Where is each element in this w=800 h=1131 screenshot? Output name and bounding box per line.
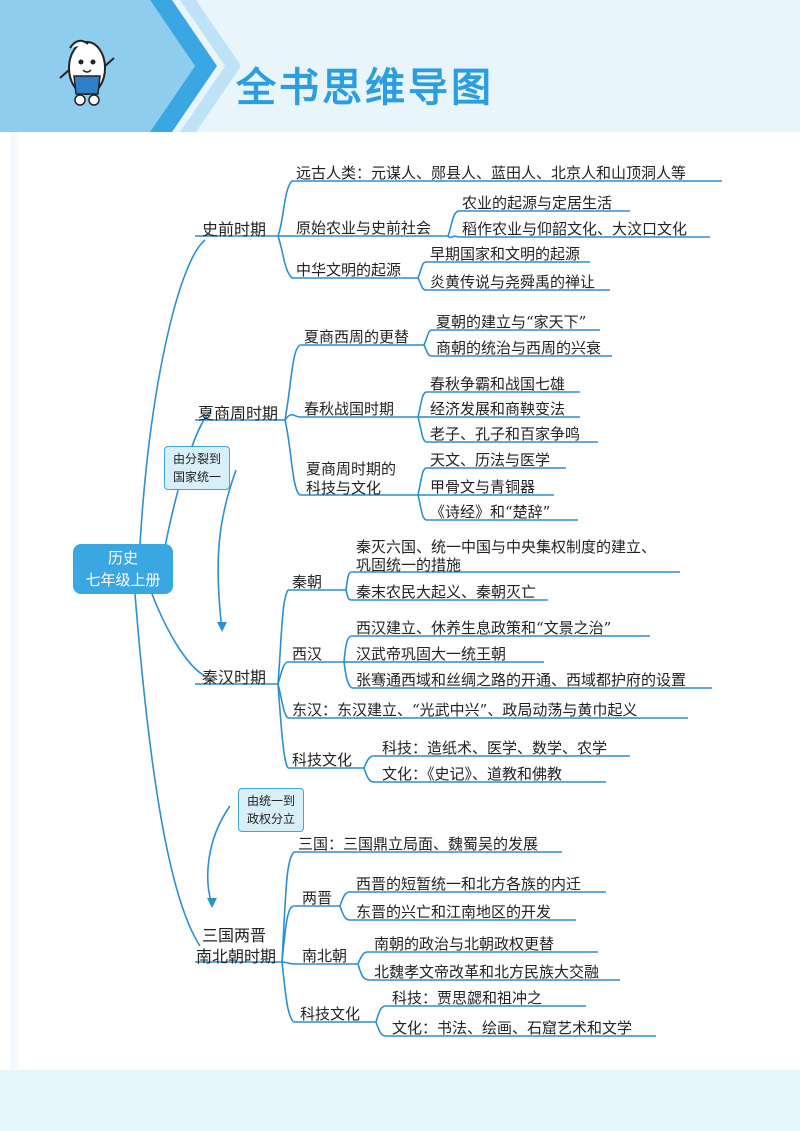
node-eastern-han: 东汉：东汉建立、“光武中兴”、政局动荡与黄巾起义 — [292, 701, 638, 719]
leaf-hegemony: 春秋争霸和战国七雄 — [430, 375, 566, 393]
era-xia-shang-zhou: 夏商周时期 — [198, 404, 279, 423]
era-three-kingdoms-line-1: 三国两晋 — [202, 926, 267, 945]
leaf-agri-origin: 农业的起源与定居生活 — [462, 194, 613, 212]
leaf-hundred-schools: 老子、孔子和百家争鸣 — [430, 425, 581, 443]
leaf-han-wudi: 汉武帝巩固大一统王朝 — [356, 645, 507, 663]
era-qin-han: 秦汉时期 — [202, 668, 267, 687]
leaf-qinhan-culture: 文化：《史记》、道教和佛教 — [382, 765, 563, 783]
node-sanguo-tech: 科技文化 — [300, 1005, 361, 1023]
node-xsz-tech-line-1: 夏商周时期的 — [306, 460, 397, 478]
leaf-qinhan-tech: 科技：造纸术、医学、数学、农学 — [382, 739, 608, 757]
root-line-1: 历史 — [107, 549, 138, 567]
era-three-kingdoms-line-2: 南北朝时期 — [196, 947, 277, 966]
leaf-qin-unify-line-1: 秦灭六国、统一中国与中央集权制度的建立、 — [356, 538, 657, 556]
leaf-qin-unify-line-2: 巩固统一的措施 — [356, 556, 462, 574]
leaf-rice-culture: 稻作农业与仰韶文化、大汶口文化 — [462, 220, 688, 238]
leaf-western-jin: 西晋的短暂统一和北方各族的内迁 — [356, 875, 582, 893]
node-western-han: 西汉 — [292, 645, 323, 663]
note-line-2: 政权分立 — [246, 812, 295, 826]
leaf-sanguo-tech: 科技：贾思勰和祖冲之 — [392, 989, 543, 1007]
leaf-southern-dynasties: 南朝的政治与北朝政权更替 — [374, 935, 555, 953]
node-southern-northern: 南北朝 — [302, 947, 348, 965]
note-division-to-unity: 由分裂到 国家统一 — [164, 446, 230, 490]
leaf-sanguo-culture: 文化：书法、绘画、石窟艺术和文学 — [392, 1019, 633, 1037]
node-qinhan-tech: 科技文化 — [292, 751, 353, 769]
leaf-xiaowen-reform: 北魏孝文帝改革和北方民族大交融 — [374, 963, 600, 981]
era-prehistory: 史前时期 — [202, 220, 267, 239]
leaf-oracle-bronze: 甲骨文与青铜器 — [430, 478, 536, 496]
root-node: 历史 七年级上册 — [73, 544, 173, 594]
leaf-xia-founding: 夏朝的建立与“家天下” — [436, 313, 587, 331]
leaf-shang-yang: 经济发展和商鞅变法 — [430, 400, 566, 418]
root-line-2: 七年级上册 — [85, 571, 161, 589]
leaf-yan-huang: 炎黄传说与尧舜禹的禅让 — [430, 273, 596, 291]
page-title: 全书思维导图 — [236, 65, 494, 111]
leaf-qin-fall: 秦末农民大起义、秦朝灭亡 — [356, 583, 537, 601]
node-spring-autumn: 春秋战国时期 — [304, 400, 395, 418]
note-line-1: 由统一到 — [246, 794, 295, 808]
node-xsz-tech-line-2: 科技与文化 — [306, 479, 382, 497]
leaf-early-state: 早期国家和文明的起源 — [430, 245, 581, 263]
node-jin: 两晋 — [302, 889, 333, 907]
note-line-2: 国家统一 — [172, 470, 221, 484]
mascot-icon — [59, 39, 115, 106]
node-three-kingdoms: 三国：三国鼎立局面、魏蜀吴的发展 — [298, 835, 539, 853]
node-qin: 秦朝 — [292, 573, 323, 591]
leaf-xh-founding: 西汉建立、休养生息政策和“文景之治” — [356, 619, 612, 637]
note-unity-to-division: 由统一到 政权分立 — [238, 788, 304, 832]
leaf-shang-rule: 商朝的统治与西周的兴衰 — [436, 339, 602, 357]
leaf-zhang-qian: 张骞通西域和丝绸之路的开通、西域都护府的设置 — [356, 671, 687, 689]
leaf-astronomy: 天文、历法与医学 — [430, 451, 551, 469]
side-strip — [10, 132, 18, 1072]
note-line-1: 由分裂到 — [172, 452, 221, 466]
node-primitive-agriculture: 原始农业与史前社会 — [296, 219, 432, 237]
node-civilization-origin: 中华文明的起源 — [296, 261, 402, 279]
node-ancient-humans: 远古人类：元谋人、郧县人、蓝田人、北京人和山顶洞人等 — [296, 164, 687, 182]
node-xia-shang-transition: 夏商西周的更替 — [304, 328, 410, 346]
footer-band — [0, 1070, 800, 1131]
leaf-eastern-jin: 东晋的兴亡和江南地区的开发 — [356, 903, 552, 921]
leaf-shijing: 《诗经》和“楚辞” — [430, 503, 551, 521]
